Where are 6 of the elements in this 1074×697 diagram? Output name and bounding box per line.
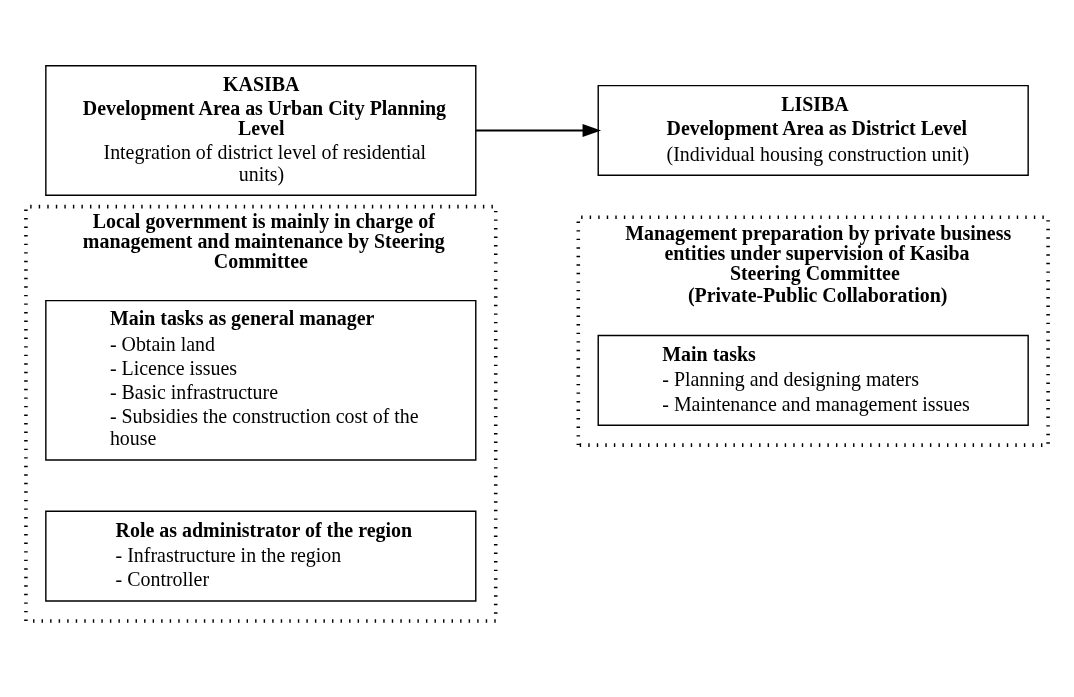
node-box: Main tasks as general manager - Obtain land - Licence issues - Basic infrastructure - Subsidies the construction cost of the house — [45, 299, 477, 461]
node-box: KASIBA Development Area as Urban City Planning Level Integration of district level of residential units) — [45, 64, 477, 196]
node-box: Role as administrator of the region - Infrastructure in the region - Controller — [45, 510, 477, 602]
node-box: LISIBA Development Area as District Level (Individual housing construction unit) — [597, 84, 1029, 176]
node-box: Main tasks - Planning and designing maters - Maintenance and management issues — [597, 334, 1029, 426]
arrow — [476, 123, 602, 137]
